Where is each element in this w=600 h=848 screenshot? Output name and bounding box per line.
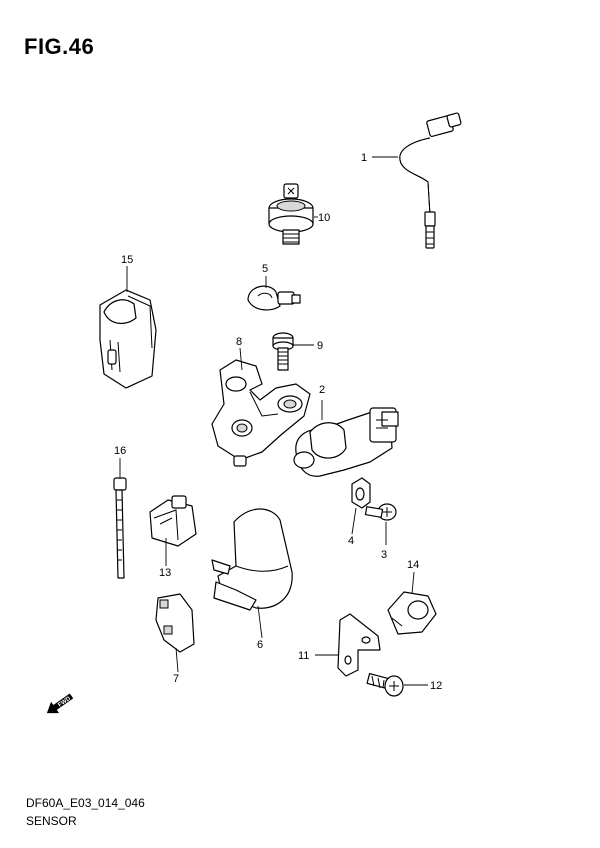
- callout-1: 1: [361, 152, 367, 164]
- callout-14: 14: [407, 559, 419, 571]
- callout-8: 8: [236, 336, 242, 348]
- callout-numbers: 1 2 3 4 5 6 7 8 9 10 11 12 13 14 15 16: [114, 152, 442, 692]
- callout-3: 3: [381, 549, 387, 561]
- part-1-sensor-lead: [399, 112, 462, 249]
- part-9-bolt: [272, 332, 294, 371]
- part-5-sensor: [247, 285, 301, 311]
- callout-12: 12: [430, 680, 442, 692]
- part-6-cover: [211, 508, 293, 611]
- callout-16: 16: [114, 445, 126, 457]
- callout-10: 10: [318, 212, 330, 224]
- part-12-bolt: [366, 672, 404, 697]
- part-16-cable-tie: [113, 477, 127, 579]
- callout-9: 9: [317, 340, 323, 352]
- callout-11: 11: [298, 650, 309, 662]
- part-13-clip: [149, 495, 197, 547]
- part-15-holder: [99, 289, 157, 389]
- callout-leaders: [119, 156, 428, 686]
- figure-code: DF60A_E03_014_046: [26, 796, 145, 810]
- part-4-clamp: [351, 477, 371, 509]
- fwd-arrow-icon: FWD: [46, 693, 74, 714]
- callout-6: 6: [257, 639, 263, 651]
- callout-4: 4: [348, 535, 354, 547]
- part-3-screw: [364, 503, 397, 521]
- callout-2: 2: [319, 384, 325, 396]
- part-14-clamp: [387, 591, 437, 635]
- figure-name: SENSOR: [26, 814, 77, 828]
- callout-13: 13: [159, 567, 171, 579]
- part-11-bracket: [337, 613, 381, 677]
- part-10-pressure-sensor: [268, 183, 314, 245]
- part-2-sensor: [293, 407, 399, 477]
- callout-7: 7: [173, 673, 179, 685]
- part-7-clip: [155, 593, 195, 653]
- callout-5: 5: [262, 263, 268, 275]
- part-8-bracket: [211, 359, 311, 467]
- callout-15: 15: [121, 254, 133, 266]
- figure-title: FIG.46: [24, 34, 95, 59]
